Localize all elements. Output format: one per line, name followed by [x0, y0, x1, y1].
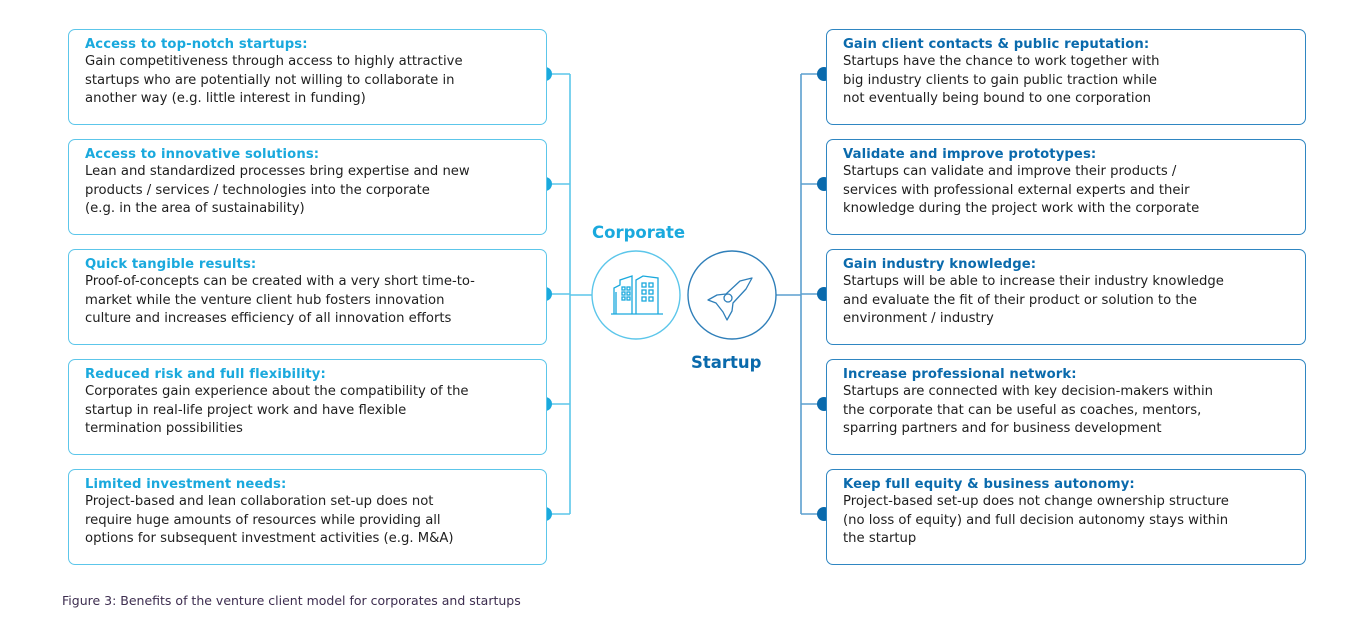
rocket-icon [707, 277, 753, 321]
benefit-title: Keep full equity & business autonomy: [843, 477, 1135, 492]
benefit-title: Access to top-notch startups: [85, 37, 308, 52]
benefit-description-line: (no loss of equity) and full decision au… [843, 512, 1229, 528]
startup-circle [687, 250, 777, 340]
benefit-description-line: options for subsequent investment activi… [85, 531, 454, 546]
startup-label: Startup [691, 353, 762, 372]
benefit-description-line: Lean and standardized processes bring ex… [85, 164, 470, 179]
corporate-benefit-card: Reduced risk and full flexibility: Corpor… [68, 359, 547, 455]
benefit-title: Quick tangible results: [85, 257, 257, 272]
corporate-benefit-card: Quick tangible results: Proof-of-concepts… [68, 249, 547, 345]
benefit-description-line: Corporates gain experience about the com… [85, 384, 469, 399]
benefit-description-line: termination possibilities [85, 421, 243, 436]
benefit-description-line: market while the venture client hub fost… [85, 292, 445, 308]
benefit-description-line: sparring partners and for business devel… [843, 421, 1162, 436]
benefit-description-line: environment / industry [843, 311, 994, 326]
startup-benefit-card: Gain client contacts & public reputation… [826, 29, 1306, 125]
benefit-title: Limited investment needs: [85, 477, 287, 492]
benefit-description-line: big industry clients to gain public trac… [843, 72, 1158, 88]
figure-caption: Figure 3: Benefits of the venture client… [62, 593, 521, 608]
benefit-description-line: Startups will be able to increase their … [843, 274, 1224, 289]
benefit-title: Validate and improve prototypes: [843, 147, 1097, 162]
benefit-description-line: Project-based and lean collaboration set… [85, 494, 434, 509]
benefit-description-line: knowledge during the project work with t… [843, 201, 1200, 216]
benefit-title: Gain industry knowledge: [843, 257, 1037, 272]
corporate-benefit-card: Access to top-notch startups: Gain compet… [68, 29, 547, 125]
benefit-description-line: Gain competitiveness through access to h… [85, 54, 463, 69]
benefit-title: Gain client contacts & public reputation… [843, 37, 1150, 52]
benefit-description-line: Startups are connected with key decision… [843, 384, 1214, 399]
benefit-description-line: another way (e.g. little interest in fun… [85, 91, 366, 106]
corporate-benefit-card: Access to innovative solutions: Lean and … [68, 139, 547, 235]
benefit-description-line: startup in real-life project work and ha… [85, 402, 407, 418]
benefit-description-line: (e.g. in the area of sustainability) [85, 201, 305, 216]
benefit-description-line: Project-based set-up does not change own… [843, 494, 1229, 509]
benefit-title: Reduced risk and full flexibility: [85, 367, 326, 382]
corporate-benefit-card: Limited investment needs: Project-based a… [68, 469, 547, 565]
benefit-description-line: require huge amounts of resources while … [85, 512, 441, 528]
benefit-description-line: Startups can validate and improve their … [843, 164, 1177, 179]
benefit-description-line: Proof-of-concepts can be created with a … [85, 274, 475, 289]
startup-benefit-card: Gain industry knowledge: Startups will be… [826, 249, 1306, 345]
startup-benefit-card: Validate and improve prototypes: Startups… [826, 139, 1306, 235]
benefit-description-line: startups who are potentially not willing… [85, 72, 455, 88]
benefit-description-line: the corporate that can be useful as coac… [843, 402, 1202, 418]
benefit-description-line: the startup [843, 531, 917, 546]
benefit-description-line: not eventually being bound to one corpor… [843, 91, 1152, 106]
benefit-title: Increase professional network: [843, 367, 1077, 382]
benefit-description-line: and evaluate the fit of their product or… [843, 292, 1197, 308]
benefit-description-line: products / services / technologies into … [85, 182, 430, 198]
startup-benefit-card: Increase professional network: Startups a… [826, 359, 1306, 455]
benefit-description-line: Startups have the chance to work togethe… [843, 54, 1160, 69]
corporate-label: Corporate [592, 223, 686, 242]
benefit-description-line: culture and increases efficiency of all … [85, 311, 452, 326]
benefit-title: Access to innovative solutions: [85, 147, 320, 162]
startup-benefit-card: Keep full equity & business autonomy: Pro… [826, 469, 1306, 565]
benefit-description-line: services with professional external expe… [843, 182, 1190, 198]
buildings-icon [611, 275, 663, 315]
